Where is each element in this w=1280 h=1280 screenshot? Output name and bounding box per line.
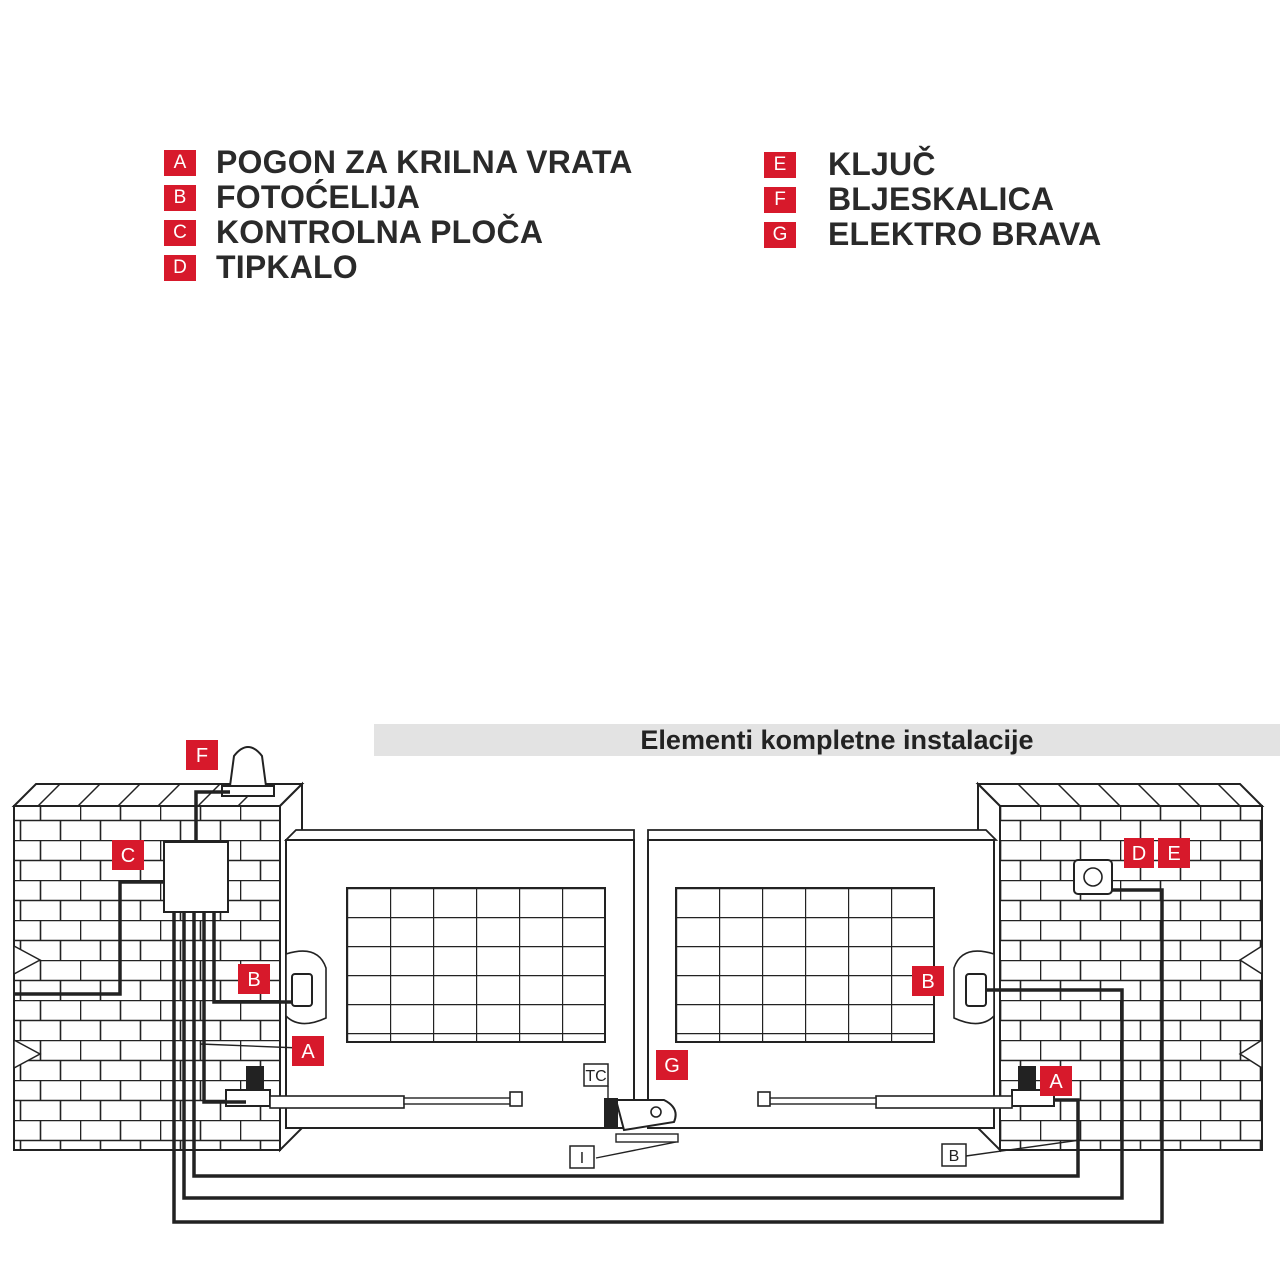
flasher-lamp bbox=[221, 746, 275, 797]
tag-photocell-right: B bbox=[912, 966, 944, 996]
diagram-caption: Elementi kompletne instalacije bbox=[640, 725, 1034, 755]
motor-left bbox=[225, 1066, 523, 1109]
tag-label: TC bbox=[585, 1068, 606, 1085]
tag-motor-right: A bbox=[1040, 1066, 1072, 1096]
legend-item-d: D TIPKALO bbox=[164, 249, 358, 286]
motor-right bbox=[757, 1066, 1055, 1109]
tag-keypad-d: D bbox=[1124, 838, 1154, 868]
legend-badge: A bbox=[164, 149, 196, 176]
tag-motor-left: A bbox=[292, 1036, 324, 1066]
tag-label: A bbox=[1049, 1071, 1063, 1093]
gate-right-leaf bbox=[647, 829, 999, 1129]
legend-badge: G bbox=[764, 221, 796, 248]
tag-i: I bbox=[569, 1145, 595, 1169]
legend-badge: D bbox=[164, 254, 196, 281]
tag-label: A bbox=[301, 1041, 315, 1063]
tag-label: I bbox=[580, 1150, 584, 1167]
tag-label: C bbox=[121, 845, 135, 867]
tag-label: B bbox=[921, 971, 934, 993]
tag-label: F bbox=[196, 745, 208, 767]
legend-badge: E bbox=[764, 151, 796, 178]
legend-item-c: C KONTROLNA PLOČA bbox=[164, 214, 543, 251]
tag-flasher: F bbox=[186, 740, 218, 770]
caption-bar bbox=[374, 724, 1280, 756]
legend-badge: B bbox=[164, 184, 196, 211]
legend-item-e: E KLJUČ bbox=[764, 146, 936, 183]
legend-label: KLJUČ bbox=[828, 146, 936, 182]
tag-label: B bbox=[247, 969, 260, 991]
tag-label: D bbox=[1132, 843, 1146, 865]
gate-left-leaf bbox=[283, 829, 635, 1129]
tag-lock: G bbox=[656, 1050, 688, 1080]
legend-item-b: B FOTOĆELIJA bbox=[164, 179, 420, 216]
wiring bbox=[14, 790, 1164, 1224]
legend-label: TIPKALO bbox=[216, 249, 358, 285]
tag-tc: TC bbox=[583, 1063, 609, 1087]
legend-item-f: F BLJESKALICA bbox=[764, 181, 1054, 218]
tag-label: G bbox=[664, 1055, 680, 1077]
tag-label: E bbox=[1167, 843, 1180, 865]
legend-item-a: A POGON ZA KRILNA VRATA bbox=[164, 144, 633, 181]
legend-label: ELEKTRO BRAVA bbox=[828, 216, 1102, 252]
tag-b-floor: B bbox=[941, 1143, 967, 1167]
legend-label: BLJESKALICA bbox=[828, 181, 1055, 217]
electric-lock bbox=[604, 1098, 679, 1143]
callout-leaders bbox=[199, 1043, 1081, 1159]
legend-label: POGON ZA KRILNA VRATA bbox=[216, 144, 633, 180]
photocell-right bbox=[953, 950, 995, 1025]
keypad-device bbox=[1073, 859, 1113, 895]
legend-label: KONTROLNA PLOČA bbox=[216, 214, 544, 250]
legend-item-g: G ELEKTRO BRAVA bbox=[764, 216, 1101, 253]
tag-control-panel: C bbox=[112, 840, 144, 870]
tag-keypad-e: E bbox=[1158, 838, 1190, 868]
legend-label: FOTOĆELIJA bbox=[216, 179, 421, 215]
tag-photocell-left: B bbox=[238, 964, 270, 994]
control-panel-box bbox=[163, 841, 229, 913]
legend-badge: C bbox=[164, 219, 196, 246]
legend-badge: F bbox=[764, 186, 796, 213]
photocell-left bbox=[285, 950, 327, 1025]
tag-label: B bbox=[949, 1148, 960, 1165]
